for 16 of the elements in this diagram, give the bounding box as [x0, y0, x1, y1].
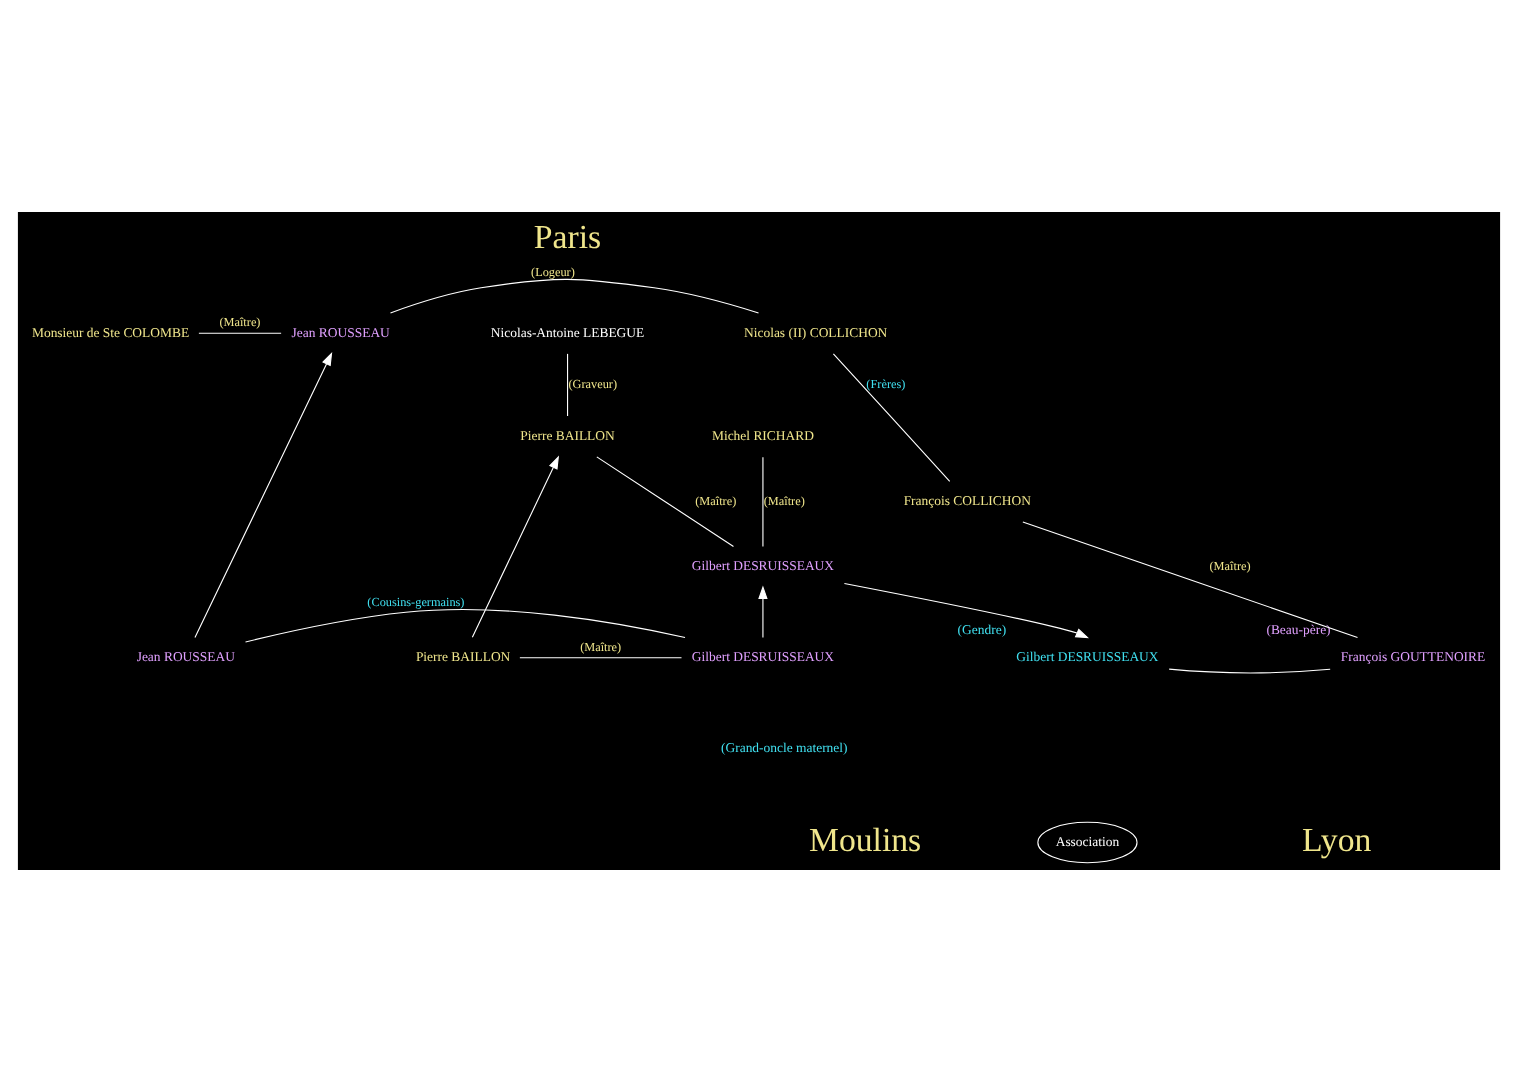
connector: [832, 352, 951, 481]
label: Moulins: [809, 819, 922, 858]
connector: [198, 331, 282, 333]
connector: [1022, 520, 1359, 638]
label: Lyon: [1302, 819, 1372, 858]
label: Paris: [533, 216, 602, 255]
connector: [596, 455, 735, 546]
arrow: [758, 584, 768, 637]
connector: [567, 352, 569, 416]
connector: [1168, 667, 1331, 673]
arrow: [843, 581, 1089, 638]
arrow: [471, 454, 560, 637]
connector: [244, 608, 686, 642]
connector: [389, 277, 760, 313]
connector: [519, 656, 683, 658]
arrow: [194, 351, 333, 638]
